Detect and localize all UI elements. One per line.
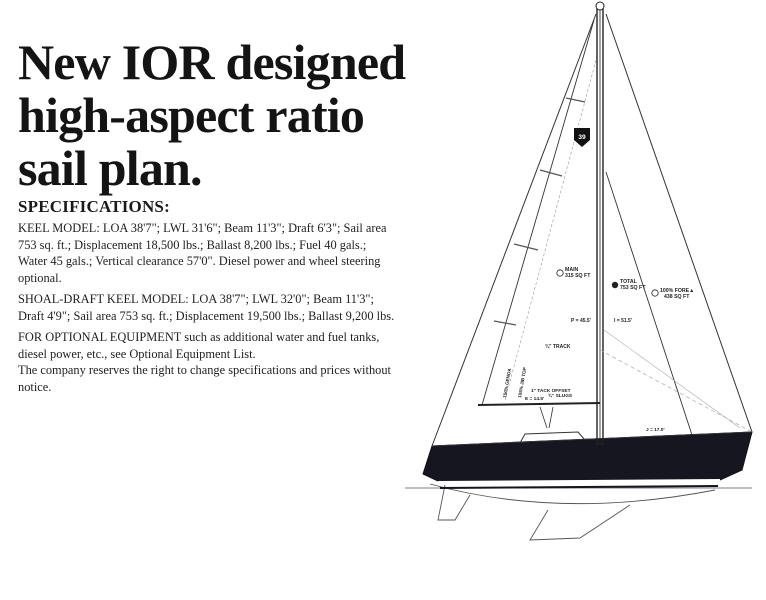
svg-text:315 SQ FT: 315 SQ FT: [565, 273, 591, 279]
svg-text:39: 39: [578, 134, 586, 141]
specifications-title: SPECIFICATIONS:: [18, 197, 170, 216]
batten: [565, 97, 586, 103]
forestay: [605, 13, 753, 433]
slugs-label: ¾" SLUGS: [548, 392, 573, 399]
svg-text:438 SQ FT: 438 SQ FT: [664, 294, 690, 300]
cabin: [519, 431, 586, 444]
genoa-sheet: [599, 349, 753, 433]
shoal-draft-model-specs: SHOAL-DRAFT KEEL MODEL: LOA 38'7"; LWL 3…: [18, 292, 395, 323]
keel: [529, 504, 631, 541]
track-label: ¾" TRACK: [545, 343, 571, 350]
jib-top-label: 105% JIB TOP: [517, 367, 527, 398]
p-dimension: P = 45.5': [571, 318, 591, 324]
fore-area-label: 100% FORE▲ 438 SQ FT: [651, 288, 694, 300]
backstay: [431, 13, 597, 447]
headline-line-1: New IOR designed: [18, 34, 406, 90]
optional-equipment-note: FOR OPTIONAL EQUIPMENT such as additiona…: [18, 329, 398, 395]
svg-text:MAIN: MAIN: [565, 267, 579, 273]
keel-model-specs: KEEL MODEL: LOA 38'7"; LWL 31'6"; Beam 1…: [18, 221, 387, 285]
i-dimension: I = 51.5': [614, 318, 632, 324]
genoa-label: 150% GENOA: [502, 367, 512, 398]
total-area-label: TOTAL 753 SQ FT: [611, 279, 646, 291]
optional-equipment-lead: FOR OPTIONAL EQUIPMENT: [18, 330, 182, 344]
masthead: [595, 1, 605, 11]
j-dimension: J = 17.0': [646, 427, 665, 433]
headline-line-3: sail plan.: [18, 140, 203, 196]
svg-text:TOTAL: TOTAL: [620, 279, 638, 285]
disclaimer-text: The company reserves the right to change…: [18, 363, 391, 394]
mainsail-leech: [481, 19, 595, 406]
svg-text:753 SQ FT: 753 SQ FT: [620, 285, 646, 291]
e-dimension: E = 14.5': [525, 396, 544, 402]
deck: [431, 431, 753, 447]
headline: New IOR designed high-aspect ratio sail …: [18, 36, 438, 195]
jib-luff: [605, 171, 693, 436]
optional-equipment-text: such as additional water and fuel tanks,…: [18, 330, 380, 361]
boot-stripe: [437, 479, 721, 483]
batten: [513, 243, 539, 251]
tack-offset-label: 1" TACK OFFSET: [531, 388, 571, 394]
sail-plan-drawing: 39 MAIN 315 SQ FT TOTAL 753 SQ FT 100% F…: [405, 1, 753, 541]
specifications-section: SPECIFICATIONS: KEEL MODEL: LOA 38'7"; L…: [18, 197, 398, 400]
hull-bottom: [429, 483, 716, 505]
boot-stripe-lower: [439, 485, 719, 489]
boom: [477, 402, 601, 406]
svg-text:100% FORE▲: 100% FORE▲: [660, 288, 694, 294]
rudder: [437, 484, 471, 521]
main-area-label: MAIN 315 SQ FT: [556, 267, 591, 279]
vang: [539, 406, 548, 429]
class-badge-icon: 39: [574, 128, 590, 147]
headline-line-2: high-aspect ratio: [18, 87, 365, 143]
batten: [539, 169, 563, 177]
batten: [493, 320, 517, 326]
